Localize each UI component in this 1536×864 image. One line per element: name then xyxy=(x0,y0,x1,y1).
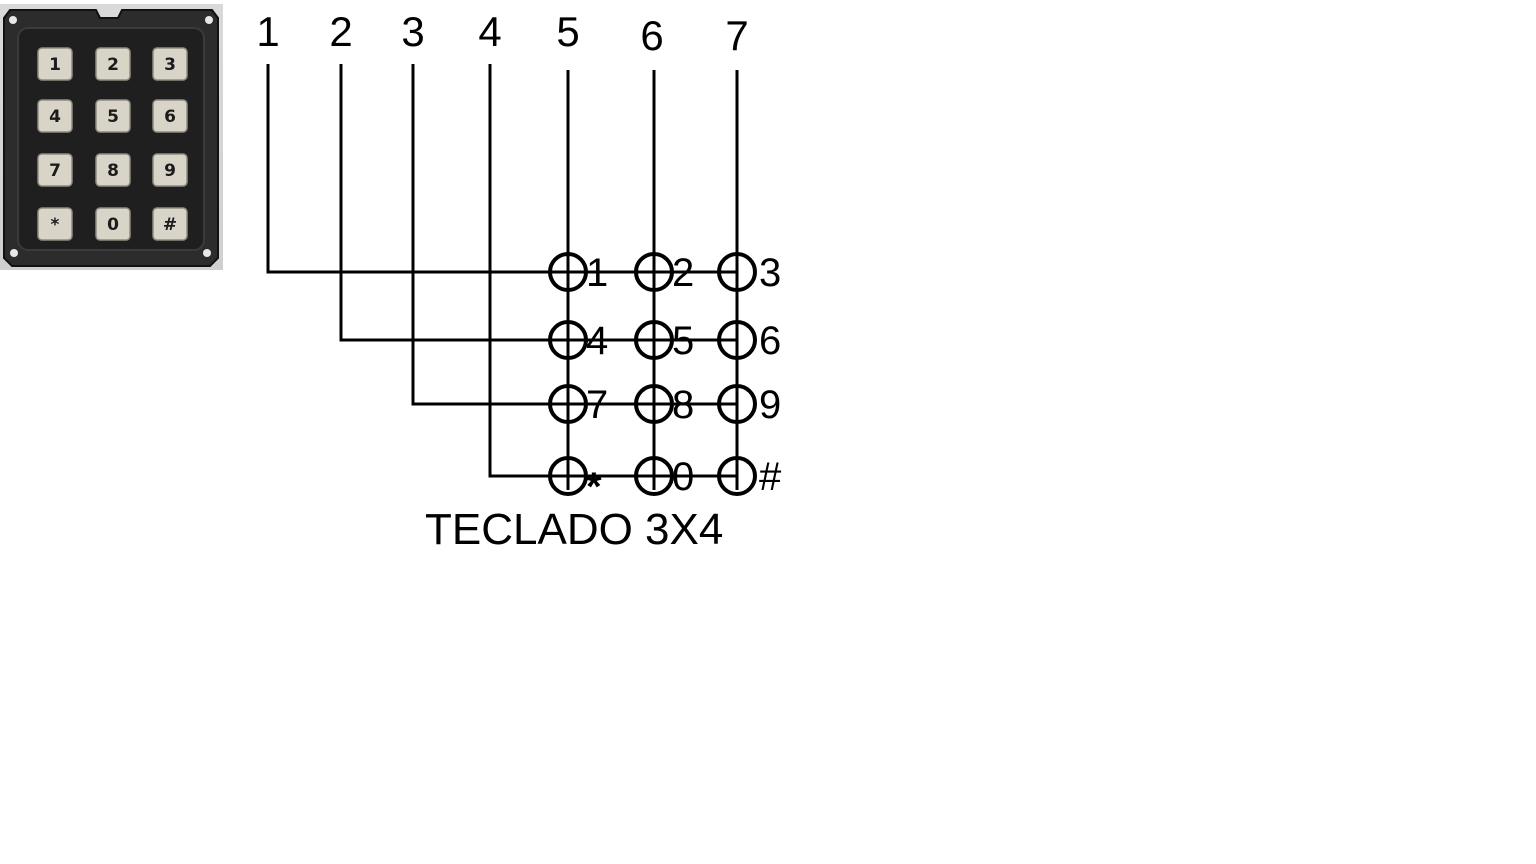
photo-key-0 xyxy=(37,47,73,81)
mount-hole-tr xyxy=(205,16,213,24)
keypad-photo-svg: 1 2 3 4 5 6 7 8 9 * 0 # xyxy=(3,9,219,267)
key-node-1 xyxy=(634,252,674,292)
key-node-label: * xyxy=(586,465,602,509)
photo-key-11 xyxy=(152,207,188,241)
keypad-photo: 1 2 3 4 5 6 7 8 9 * 0 # xyxy=(0,4,223,270)
pin-label-3: 3 xyxy=(401,8,424,55)
pin-label-7: 7 xyxy=(725,12,748,59)
photo-key-label: 9 xyxy=(164,161,176,181)
mount-hole-tl xyxy=(9,16,17,24)
key-node-7 xyxy=(634,384,674,424)
key-node-label: 9 xyxy=(759,383,781,427)
key-node-label: 2 xyxy=(672,251,694,295)
pin-label-1: 1 xyxy=(256,8,279,55)
photo-key-label: 6 xyxy=(164,107,176,127)
key-node-label: 8 xyxy=(672,383,694,427)
photo-key-label: * xyxy=(51,215,60,235)
key-node-9 xyxy=(548,456,588,496)
pin-label-6: 6 xyxy=(640,12,663,59)
pin-label-group: 1 2 3 4 5 6 7 xyxy=(256,8,748,59)
photo-key-label: 1 xyxy=(49,55,61,75)
photo-key-label: 8 xyxy=(107,161,119,181)
photo-key-6 xyxy=(37,153,73,187)
photo-key-grid: 1 2 3 4 5 6 7 8 9 * 0 # xyxy=(37,47,188,241)
photo-key-2 xyxy=(152,47,188,81)
photo-key-3 xyxy=(37,99,73,133)
photo-key-4 xyxy=(95,99,131,133)
photo-key-5 xyxy=(152,99,188,133)
photo-key-label: 5 xyxy=(107,107,119,127)
key-node-label: 5 xyxy=(672,319,694,363)
photo-key-1 xyxy=(95,47,131,81)
photo-key-label: 3 xyxy=(164,55,176,75)
photo-key-label: 7 xyxy=(49,161,61,181)
key-node-label: 3 xyxy=(759,251,781,295)
wire-group xyxy=(266,64,739,490)
key-label-group: 1 2 3 4 5 6 7 8 9 * 0 # xyxy=(586,251,782,509)
row-wire-2 xyxy=(339,64,737,342)
pin-label-4: 4 xyxy=(478,8,501,55)
photo-key-7 xyxy=(95,153,131,187)
photo-key-label: 0 xyxy=(107,215,119,235)
row-wire-1 xyxy=(266,64,737,274)
photo-key-label: 4 xyxy=(49,107,61,127)
key-node-8 xyxy=(717,384,757,424)
photo-key-label: # xyxy=(163,215,177,235)
photo-key-label: 2 xyxy=(107,55,119,75)
row-wire-4 xyxy=(488,64,737,478)
mount-hole-br xyxy=(203,249,211,257)
photo-key-9 xyxy=(37,207,73,241)
key-node-10 xyxy=(634,456,674,496)
pin-label-2: 2 xyxy=(329,8,352,55)
key-node-3 xyxy=(548,320,588,360)
key-node-11 xyxy=(717,456,757,496)
key-node-label: 0 xyxy=(672,455,694,499)
key-node-label: 6 xyxy=(759,319,781,363)
key-node-0 xyxy=(548,252,588,292)
key-node-6 xyxy=(548,384,588,424)
mount-hole-bl xyxy=(10,249,18,257)
key-node-5 xyxy=(717,320,757,360)
key-node-label: 1 xyxy=(586,251,608,295)
key-node-group xyxy=(548,252,757,496)
row-wire-3 xyxy=(411,64,737,406)
keypad-bezel xyxy=(17,27,205,251)
key-node-label: 7 xyxy=(586,383,608,427)
key-node-label: # xyxy=(759,455,782,499)
key-node-4 xyxy=(634,320,674,360)
photo-key-8 xyxy=(152,153,188,187)
pin-label-5: 5 xyxy=(556,8,579,55)
photo-key-10 xyxy=(95,207,131,241)
schematic-title: TECLADO 3X4 xyxy=(425,505,723,554)
key-node-2 xyxy=(717,252,757,292)
key-node-label: 4 xyxy=(586,319,608,363)
